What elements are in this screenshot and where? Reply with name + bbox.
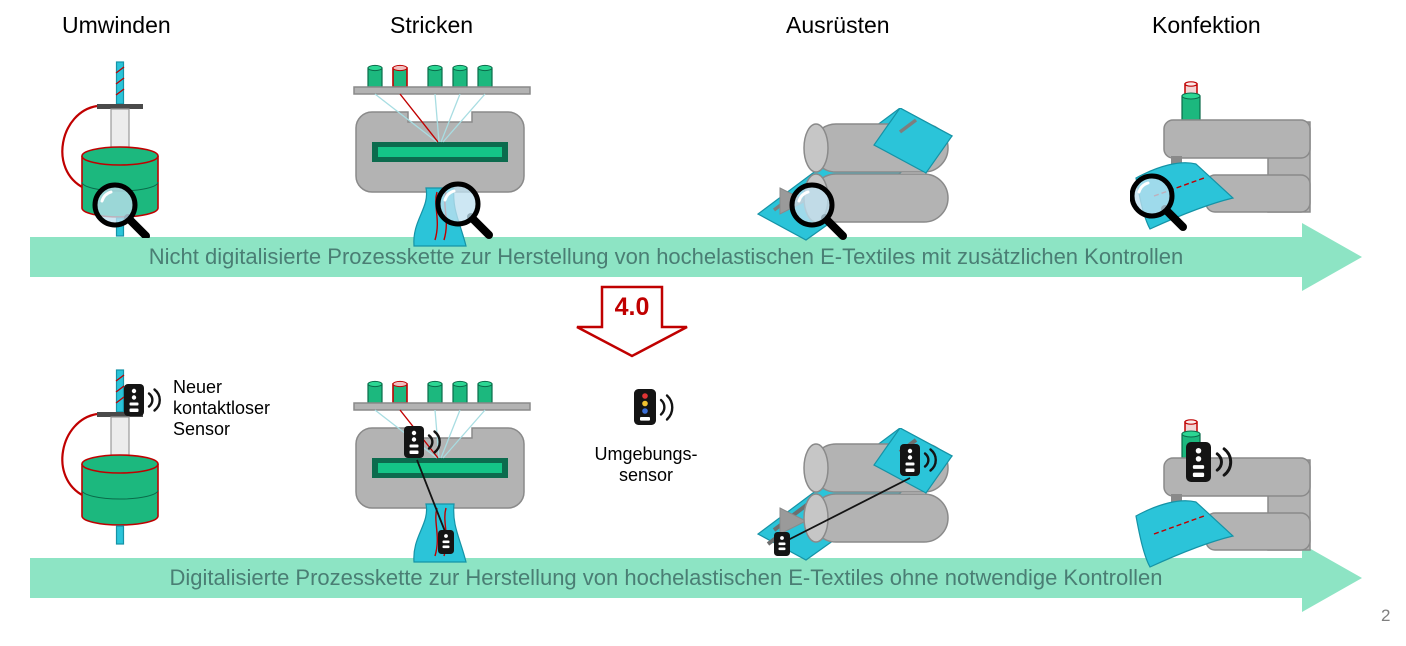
yarn-spools <box>367 380 493 404</box>
knitting-machine-bottom-illustration <box>353 380 531 563</box>
finishing-rollers-bottom-illustration <box>756 428 954 561</box>
environment-sensor-icon <box>632 387 674 427</box>
industry40-arrow: 4.0 <box>574 284 690 360</box>
right-arrow-shape <box>30 223 1362 291</box>
stage-label-stricken: Stricken <box>390 12 474 38</box>
page-number: 2 <box>1381 606 1391 625</box>
right-arrow-shape <box>30 544 1362 612</box>
yarn-spools <box>367 64 493 88</box>
process-arrow-top-text: Nicht digitalisierte Prozesskette zur He… <box>148 244 1184 269</box>
fabric-sensor-icon <box>438 530 454 554</box>
environment-sensor-label: Umgebungs-sensor <box>594 444 698 485</box>
environment-sensor <box>632 387 674 427</box>
new-sensor-label: Neuer kontaktloser Sensor <box>173 377 271 439</box>
contactless-sensor-icon <box>122 382 161 418</box>
stage-label-umwinden: Umwinden <box>62 12 171 38</box>
sewing-machine-top-illustration <box>1130 81 1311 232</box>
knitting-machine-top-illustration <box>353 64 531 247</box>
fabric-sensor-icon <box>774 532 790 556</box>
sewing-machine-bottom-illustration <box>1135 419 1311 568</box>
process-arrow-top: Nicht digitalisierte Prozesskette zur He… <box>30 223 1362 291</box>
stage-label-konfektion: Konfektion <box>1152 12 1261 38</box>
finishing-rollers-top-illustration <box>756 108 954 241</box>
industry40-label: 4.0 <box>614 293 650 321</box>
process-arrow-bottom-text: Digitalisierte Prozesskette zur Herstell… <box>169 565 1163 590</box>
process-arrow-bottom: Digitalisierte Prozesskette zur Herstell… <box>30 544 1362 612</box>
stage-label-ausruesten: Ausrüsten <box>786 12 890 38</box>
winding-machine-bottom-illustration <box>61 369 161 545</box>
down-arrow-icon <box>576 285 688 358</box>
winding-machine-top-illustration <box>61 61 159 238</box>
